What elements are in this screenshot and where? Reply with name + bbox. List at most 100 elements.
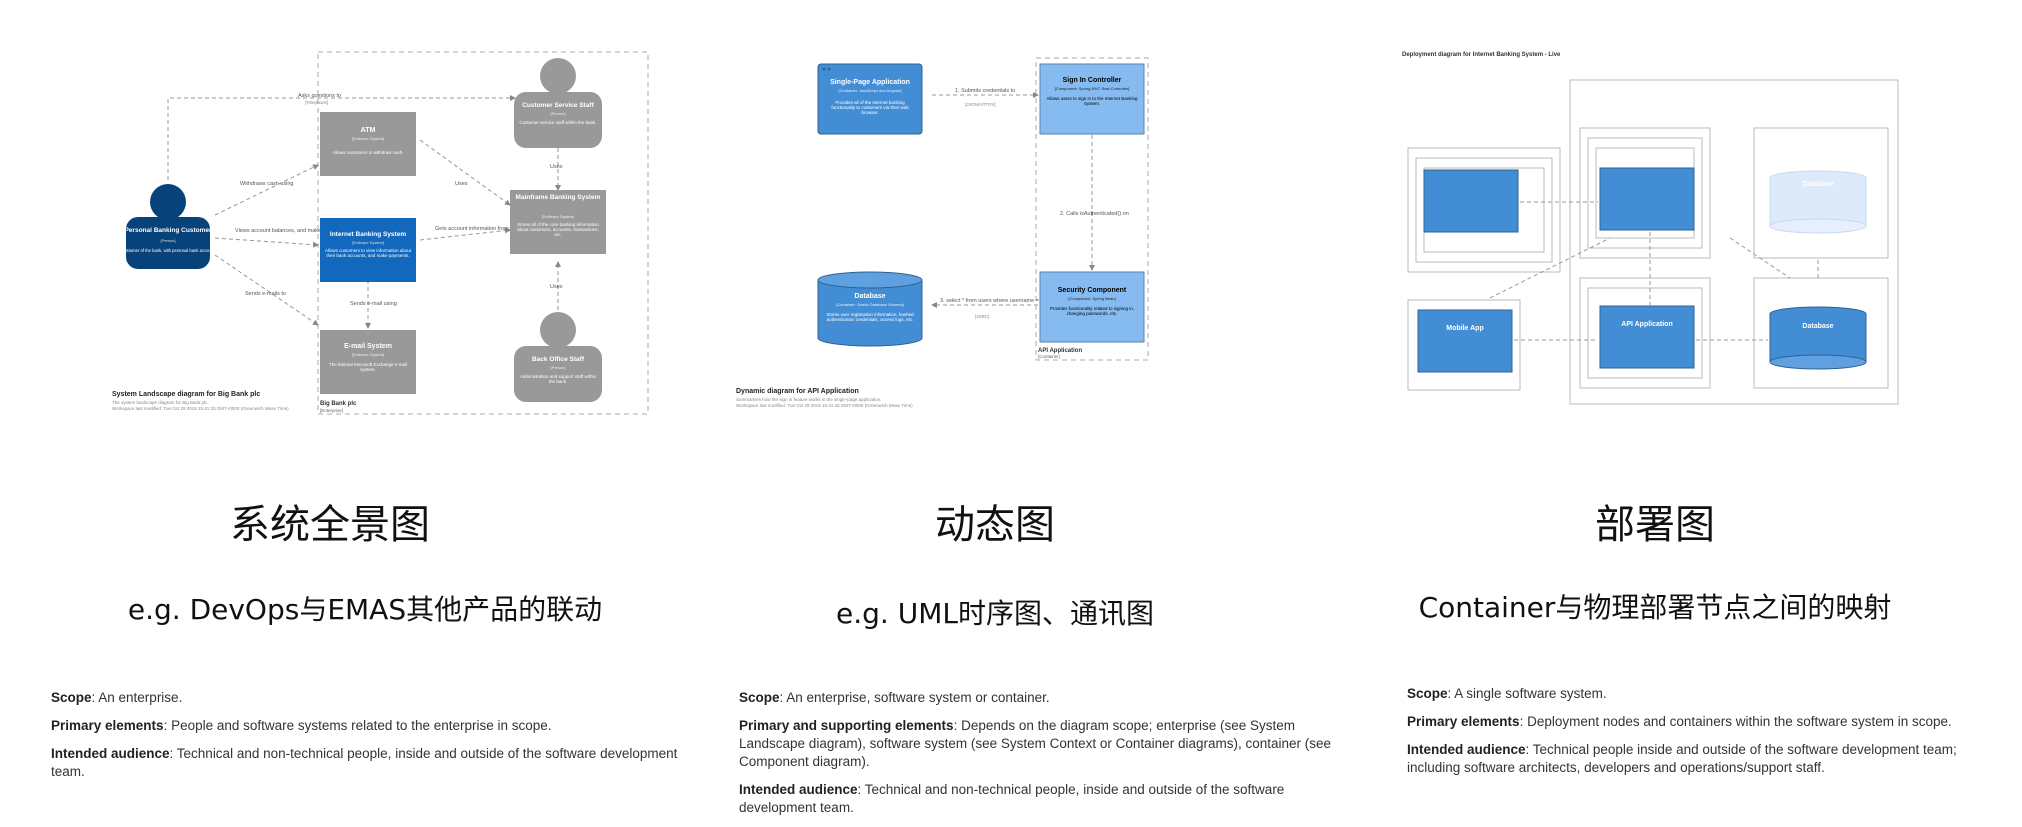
audience-label: Intended audience [51,746,170,761]
svg-text:ATM: ATM [361,127,376,134]
atm-node: ATM [Software System] Allows customers t… [320,112,416,176]
scope-text: : An enterprise, software system or cont… [779,690,1050,705]
api-boundary-label: API Application [1038,348,1082,354]
deploy-api-application-label: API Application [1621,321,1672,328]
svg-text:Allows customers to withdraw c: Allows customers to withdraw cash. [332,150,403,155]
svg-text:[Container: JavaScript and Ang: [Container: JavaScript and Angular] [839,88,902,93]
edge-select: 3. select * from users where username = … [940,298,1043,304]
dynamic-subtitle: e.g. UML时序图、通讯图 [836,597,1154,630]
deployment-heading: 部署图 [1595,502,1715,548]
svg-text:Customer Service Staff: Customer Service Staff [522,102,594,109]
edge-uses-1: Uses [455,181,468,187]
deploy-database-replica-label: Database [1802,181,1833,188]
dynamic-caption-line2: Workspace last modified: Tue Oct 29 2019… [736,403,913,408]
landscape-subtitle: e.g. DevOps与EMAS其他产品的联动 [127,593,603,626]
system-landscape-diagram: Big Bank plc [Enterprise] Asks questions… [112,51,649,415]
primary-label: Primary and supporting elements [739,718,954,733]
edge-submits: 1. Submits credentials to [955,88,1015,94]
dynamic-description: Scope: An enterprise, software system or… [739,689,1339,827]
scope-label: Scope [739,690,780,705]
dynamic-column: API Application [Container] 1. Submits c… [700,0,1400,820]
svg-text:[Component: Spring Bean]: [Component: Spring Bean] [1068,296,1115,301]
svg-text:[Software System]: [Software System] [352,136,384,141]
deploy-caption-title: Deployment diagram for Internet Banking … [1402,52,1561,58]
svg-text:[Container: Oracle Database Sc: [Container: Oracle Database Schema] [836,302,904,307]
api-boundary-sub: [Container] [1038,354,1060,359]
edge-asks-sub: [Telephone] [305,100,328,105]
svg-text:[Person]: [Person] [551,111,566,116]
deploy-spa-label: Single-Page Application [1434,158,1508,165]
svg-text:Personal Banking Customer: Personal Banking Customer [124,227,212,234]
svg-text:E-mail System: E-mail System [344,343,392,350]
svg-text:A customer of the bank, with p: A customer of the bank, with personal ba… [118,248,217,253]
enterprise-boundary [317,51,649,415]
edge-asks: Asks questions to [298,93,341,99]
landscape-description: Scope: An enterprise. Primary elements: … [51,689,691,791]
primary-text: : Depends on the diagram scope; enterpri… [739,718,1332,769]
audience-text: : Technical and non-technical people, in… [51,746,678,779]
primary-label: Primary elements [1407,714,1520,729]
svg-text:Sign In Controller: Sign In Controller [1063,77,1122,84]
database-node: Database [Container: Oracle Database Sch… [817,271,923,347]
edge-gets: Gets account information from, and makes… [435,226,579,232]
svg-text:[Component: Spring MVC Rest Co: [Component: Spring MVC Rest Controller] [1055,86,1129,91]
back-office-staff-node: Back Office Staff [Person] Administratio… [514,312,602,402]
edge-uses-3: Uses [550,284,563,290]
svg-text:[Person]: [Person] [551,365,566,370]
dynamic-diagram: API Application [Container] 1. Submits c… [736,57,1149,408]
edge-views: Views account balances, and makes paymen… [235,228,364,234]
deploy-web-application-label: Web Application [1620,158,1674,165]
dynamic-caption-title: Dynamic diagram for API Application [736,388,859,395]
dynamic-heading: 动态图 [935,502,1055,548]
dynamic-caption-line1: Summarises how the sign in feature works… [736,397,881,402]
edge-submits-sub: [JSON/HTTPS] [965,102,996,107]
scope-label: Scope [1407,686,1448,701]
deployment-column: Web Application Single-Page Application … [1400,0,2022,820]
primary-text: : Deployment nodes and containers within… [1519,714,1952,729]
svg-text:[Person]: [Person] [161,238,176,243]
audience-text: : Technical and non-technical people, in… [739,782,1285,815]
landscape-column: Big Bank plc [Enterprise] Asks questions… [0,0,700,820]
scope-text: : An enterprise. [91,690,183,705]
svg-text:Internet Banking System: Internet Banking System [330,231,406,238]
svg-text:[Software System]: [Software System] [352,240,384,245]
svg-text:[Software System]: [Software System] [542,214,574,219]
email-system-node: E-mail System [Software System] The inte… [320,330,416,394]
deployment-description: Scope: A single software system. Primary… [1407,685,2007,787]
landscape-caption-line1: The system landscape diagram for Big Ban… [112,400,209,405]
edge-calls: 2. Calls isAuthenticated() on [1060,211,1129,217]
landscape-caption-title: System Landscape diagram for Big Bank pl… [112,391,260,398]
mainframe-banking-system-node: Mainframe Banking System [Software Syste… [510,190,606,254]
deployment-diagram: Web Application Single-Page Application … [1402,52,1899,405]
customer-service-staff-node: Customer Service Staff [Person] Customer… [514,58,602,148]
deploy-mobile-app-label: Mobile App [1446,325,1483,332]
personal-banking-customer-node: Personal Banking Customer [Person] A cus… [118,184,218,269]
svg-text:[Software System]: [Software System] [352,352,384,357]
audience-label: Intended audience [739,782,858,797]
primary-text: : People and software systems related to… [163,718,552,733]
svg-text:Back Office Staff: Back Office Staff [532,356,585,363]
scope-text: : A single software system. [1447,686,1607,701]
security-component-node: Security Component [Component: Spring Be… [1039,271,1145,343]
internet-banking-system-node: Internet Banking System [Software System… [320,218,416,282]
edge-withdraws: Withdraws cash using [240,181,294,187]
landscape-heading: 系统全景图 [230,502,430,548]
deployment-subtitle: Container与物理部署节点之间的映射 [1418,591,1892,624]
boundary-sub: [Enterprise] [320,408,343,413]
edge-uses-2: Uses [550,164,563,170]
single-page-application-node: Single-Page Application [Container: Java… [817,63,923,135]
edge-sends: Sends e-mails to [245,291,286,297]
scope-label: Scope [51,690,92,705]
api-application-boundary [1035,57,1149,361]
deploy-database-label: Database [1802,323,1833,330]
sign-in-controller-node: Sign In Controller [Component: Spring MV… [1039,63,1145,135]
audience-text: : Technical people inside and outside of… [1407,742,1957,775]
landscape-caption-line2: Workspace last modified: Tue Oct 29 2019… [112,406,289,411]
audience-label: Intended audience [1407,742,1526,757]
svg-text:Single-Page Application: Single-Page Application [830,79,910,86]
edge-select-sub: [JDBC] [975,314,989,319]
boundary-label: Big Bank plc [320,401,357,407]
edge-sends-email: Sends e-mail using [350,301,397,307]
svg-text:Security Component: Security Component [1058,287,1127,294]
svg-text:Database: Database [854,293,885,300]
